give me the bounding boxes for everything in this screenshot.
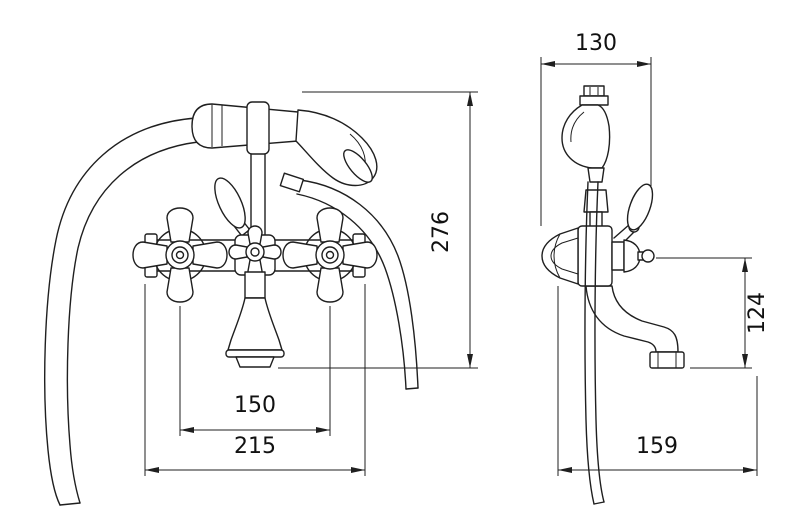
side-view: [541, 85, 685, 505]
tub-spout-side: [585, 285, 685, 369]
tub-spout-front: [225, 271, 285, 368]
dimension-overall-height: 276: [278, 91, 478, 369]
shower-holder-side: [561, 85, 611, 229]
aerator: [649, 351, 685, 369]
wall-flange: [541, 227, 579, 285]
cross-handle-right: [282, 207, 378, 303]
dimension-overall-depth: 159: [557, 286, 758, 476]
lever-side: [613, 183, 654, 245]
dimension-top-width: 130: [540, 31, 652, 226]
mixer-body-side: [541, 225, 655, 287]
dimension-handle-spacing: 150: [179, 306, 331, 436]
hose-nipple: [279, 172, 305, 193]
front-view: [44, 101, 419, 506]
dimension-label-215: 215: [234, 434, 276, 459]
dimension-label-150: 150: [234, 393, 276, 418]
dimension-label-276: 276: [429, 211, 454, 253]
handle-side-profile: [611, 241, 625, 271]
shower-hose-side: [584, 181, 605, 505]
dimension-label-159: 159: [636, 434, 678, 459]
dimension-label-130: 130: [575, 31, 617, 56]
shower-hose-left: [44, 117, 199, 506]
cradle-clamp: [246, 101, 270, 155]
shower-hose-right: [296, 179, 419, 390]
shower-head-side: [561, 104, 611, 169]
dimension-label-124: 124: [745, 292, 770, 334]
dimension-spout-height: 124: [656, 257, 770, 369]
dimension-overall-width: 215: [144, 284, 366, 476]
diverter-lever: [214, 177, 251, 237]
cross-handle-left: [132, 207, 228, 303]
cradle-column: [250, 151, 266, 239]
hand-shower: [191, 101, 378, 193]
spray-face: [343, 149, 373, 183]
